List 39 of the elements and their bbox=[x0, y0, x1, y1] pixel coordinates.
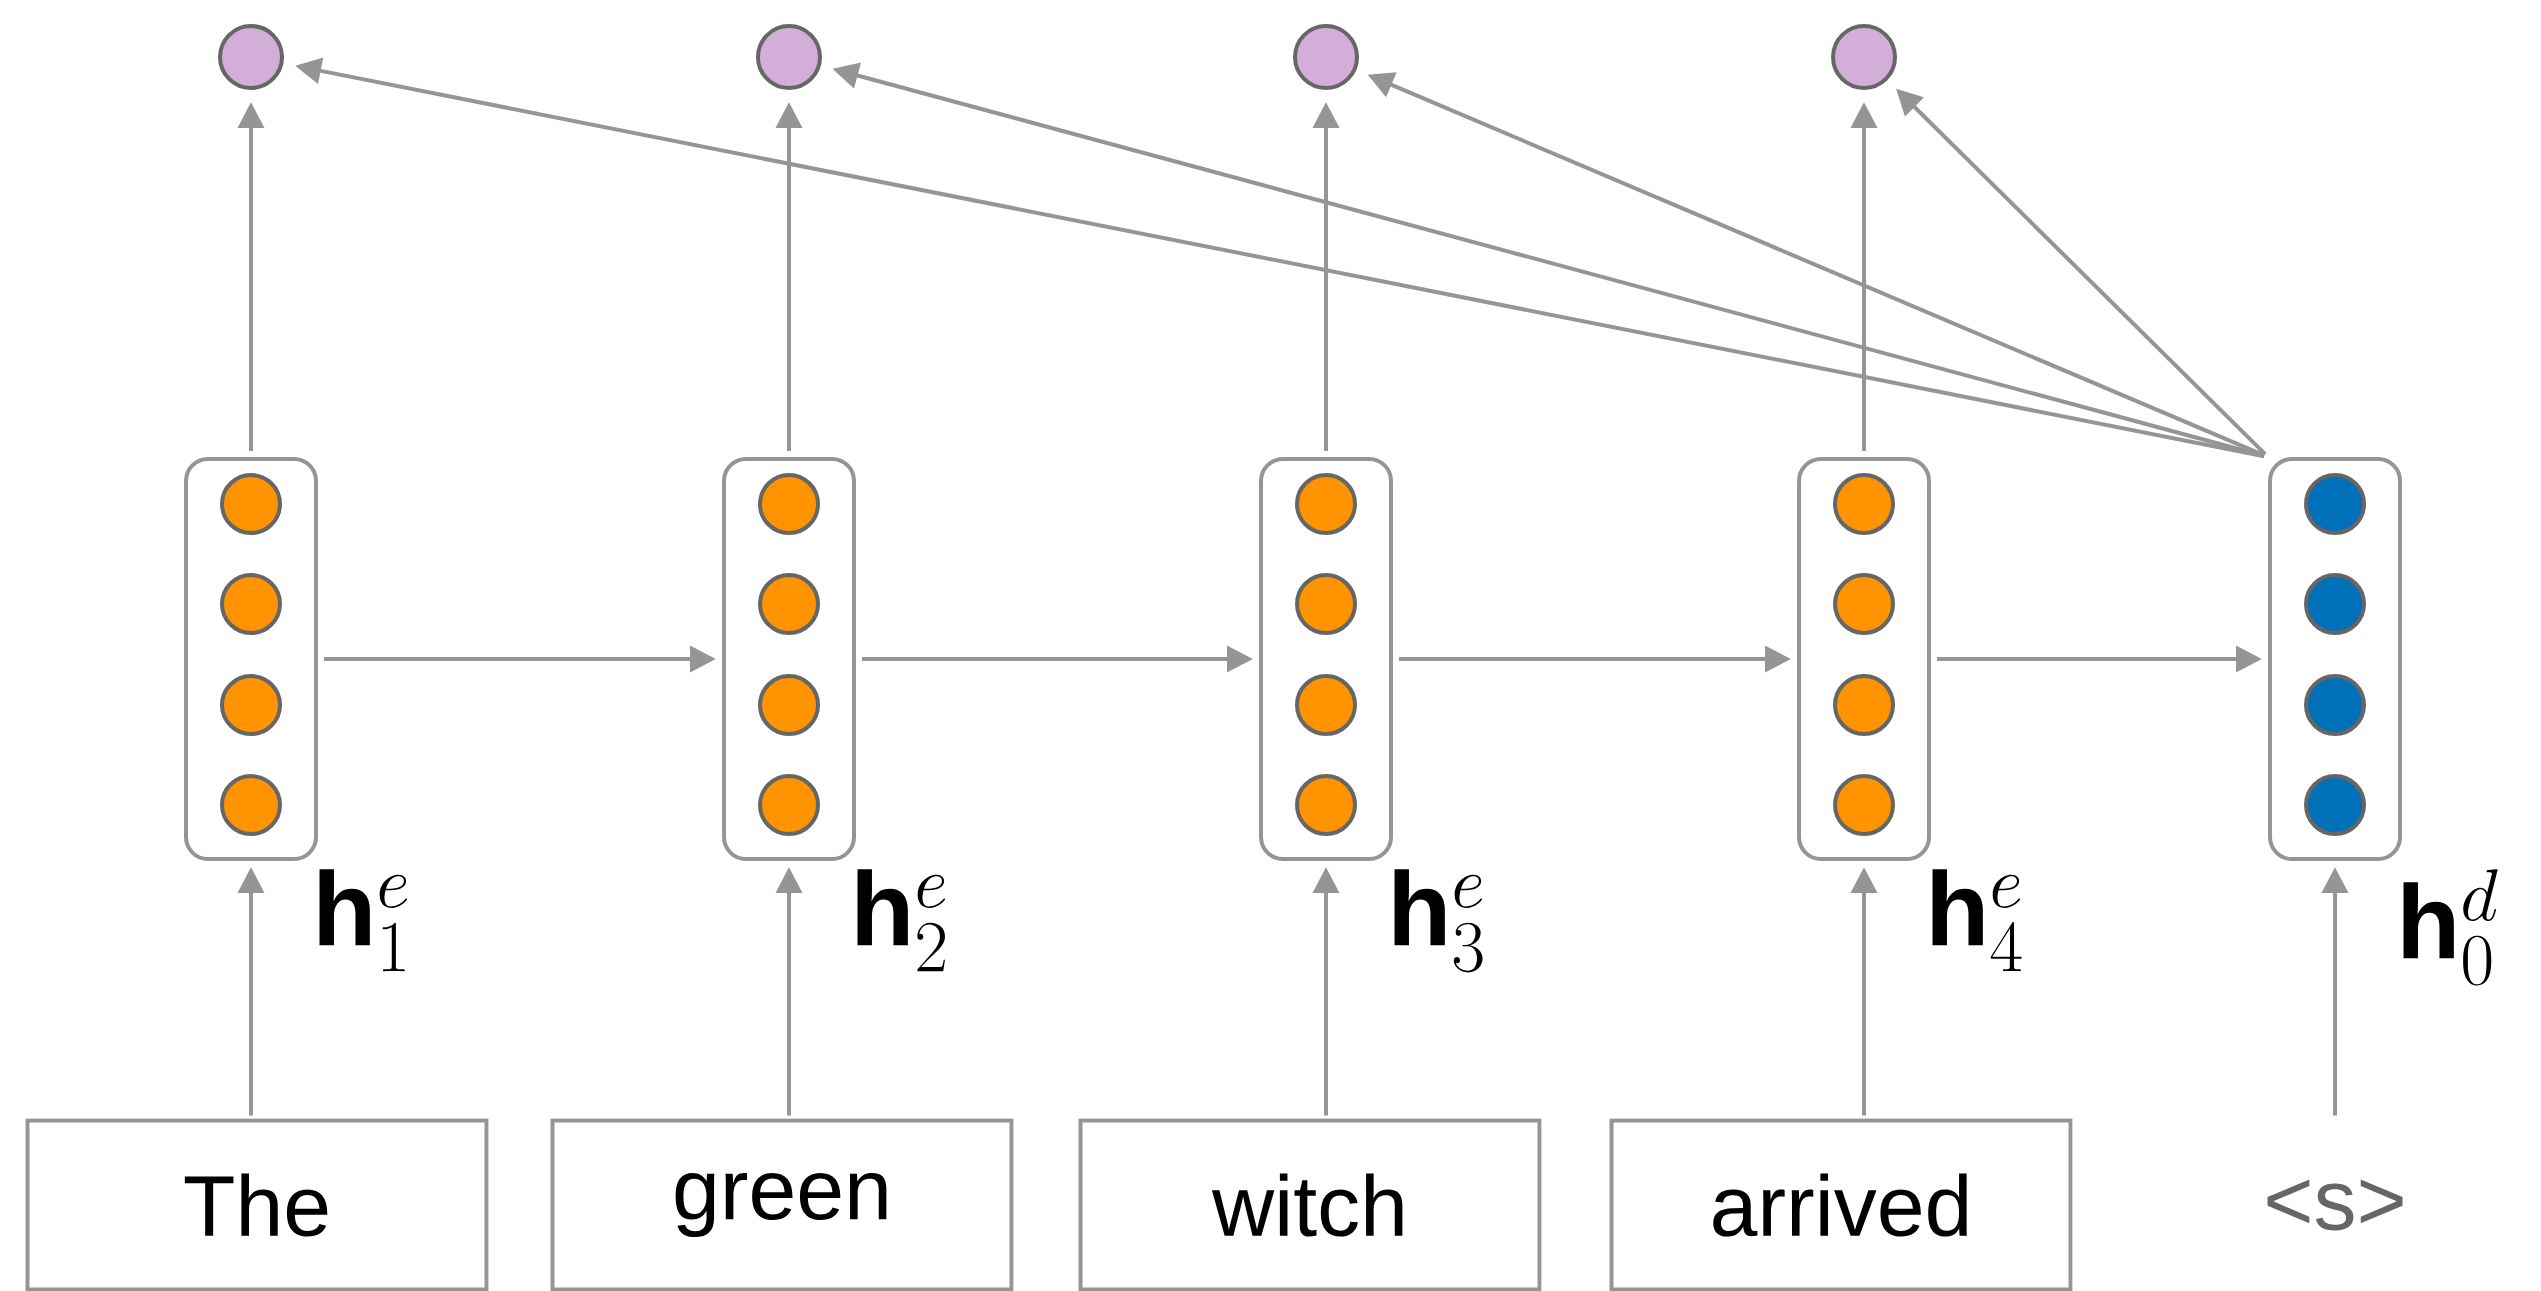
unit-circle bbox=[2304, 774, 2367, 836]
vector-box bbox=[1797, 457, 1931, 861]
unit-circle bbox=[1833, 573, 1895, 635]
unit-circle bbox=[758, 473, 820, 535]
output-circle bbox=[1831, 24, 1897, 90]
unit-circle bbox=[2304, 573, 2367, 635]
unit-circle bbox=[1295, 674, 1357, 736]
unit-circle bbox=[220, 774, 282, 836]
unit-circle bbox=[758, 774, 820, 836]
unit-circle bbox=[1833, 674, 1895, 736]
unit-circle bbox=[2304, 473, 2367, 535]
unit-circle bbox=[220, 573, 282, 635]
unit-circle bbox=[1833, 774, 1895, 836]
vector-label: $\mathbf{h}^{e}_{1}$ bbox=[319, 869, 408, 972]
output-circle bbox=[756, 24, 822, 90]
token-text: <s> bbox=[2267, 1179, 2403, 1231]
unit-circle bbox=[220, 674, 282, 736]
vector-label: $\mathbf{h}^{e}_{3}$ bbox=[1394, 869, 1483, 973]
word-box: The bbox=[25, 1118, 489, 1291]
vector-label: $\mathbf{h}^{e}_{4}$ bbox=[1932, 869, 2022, 972]
vector-label: $\mathbf{h}^{e}_{2}$ bbox=[857, 869, 946, 972]
word-box: green bbox=[550, 1118, 1014, 1291]
output-circle bbox=[1293, 24, 1359, 90]
vector-box bbox=[722, 457, 856, 861]
unit-circle bbox=[758, 573, 820, 635]
word-box: arrived bbox=[1609, 1118, 2073, 1291]
unit-circle bbox=[1295, 774, 1357, 836]
unit-circle bbox=[2304, 674, 2367, 736]
unit-circle bbox=[758, 674, 820, 736]
word-box: witch bbox=[1078, 1118, 1542, 1291]
unit-circle bbox=[220, 473, 282, 535]
vector-box bbox=[1259, 457, 1393, 861]
output-circle bbox=[218, 24, 284, 90]
unit-circle bbox=[1295, 473, 1357, 535]
unit-circle bbox=[1295, 573, 1357, 635]
vector-label: $\mathbf{h}^{d}_{0}$ bbox=[2403, 869, 2498, 986]
vector-box bbox=[2268, 457, 2402, 861]
unit-circle bbox=[1833, 473, 1895, 535]
vector-box bbox=[184, 457, 318, 861]
